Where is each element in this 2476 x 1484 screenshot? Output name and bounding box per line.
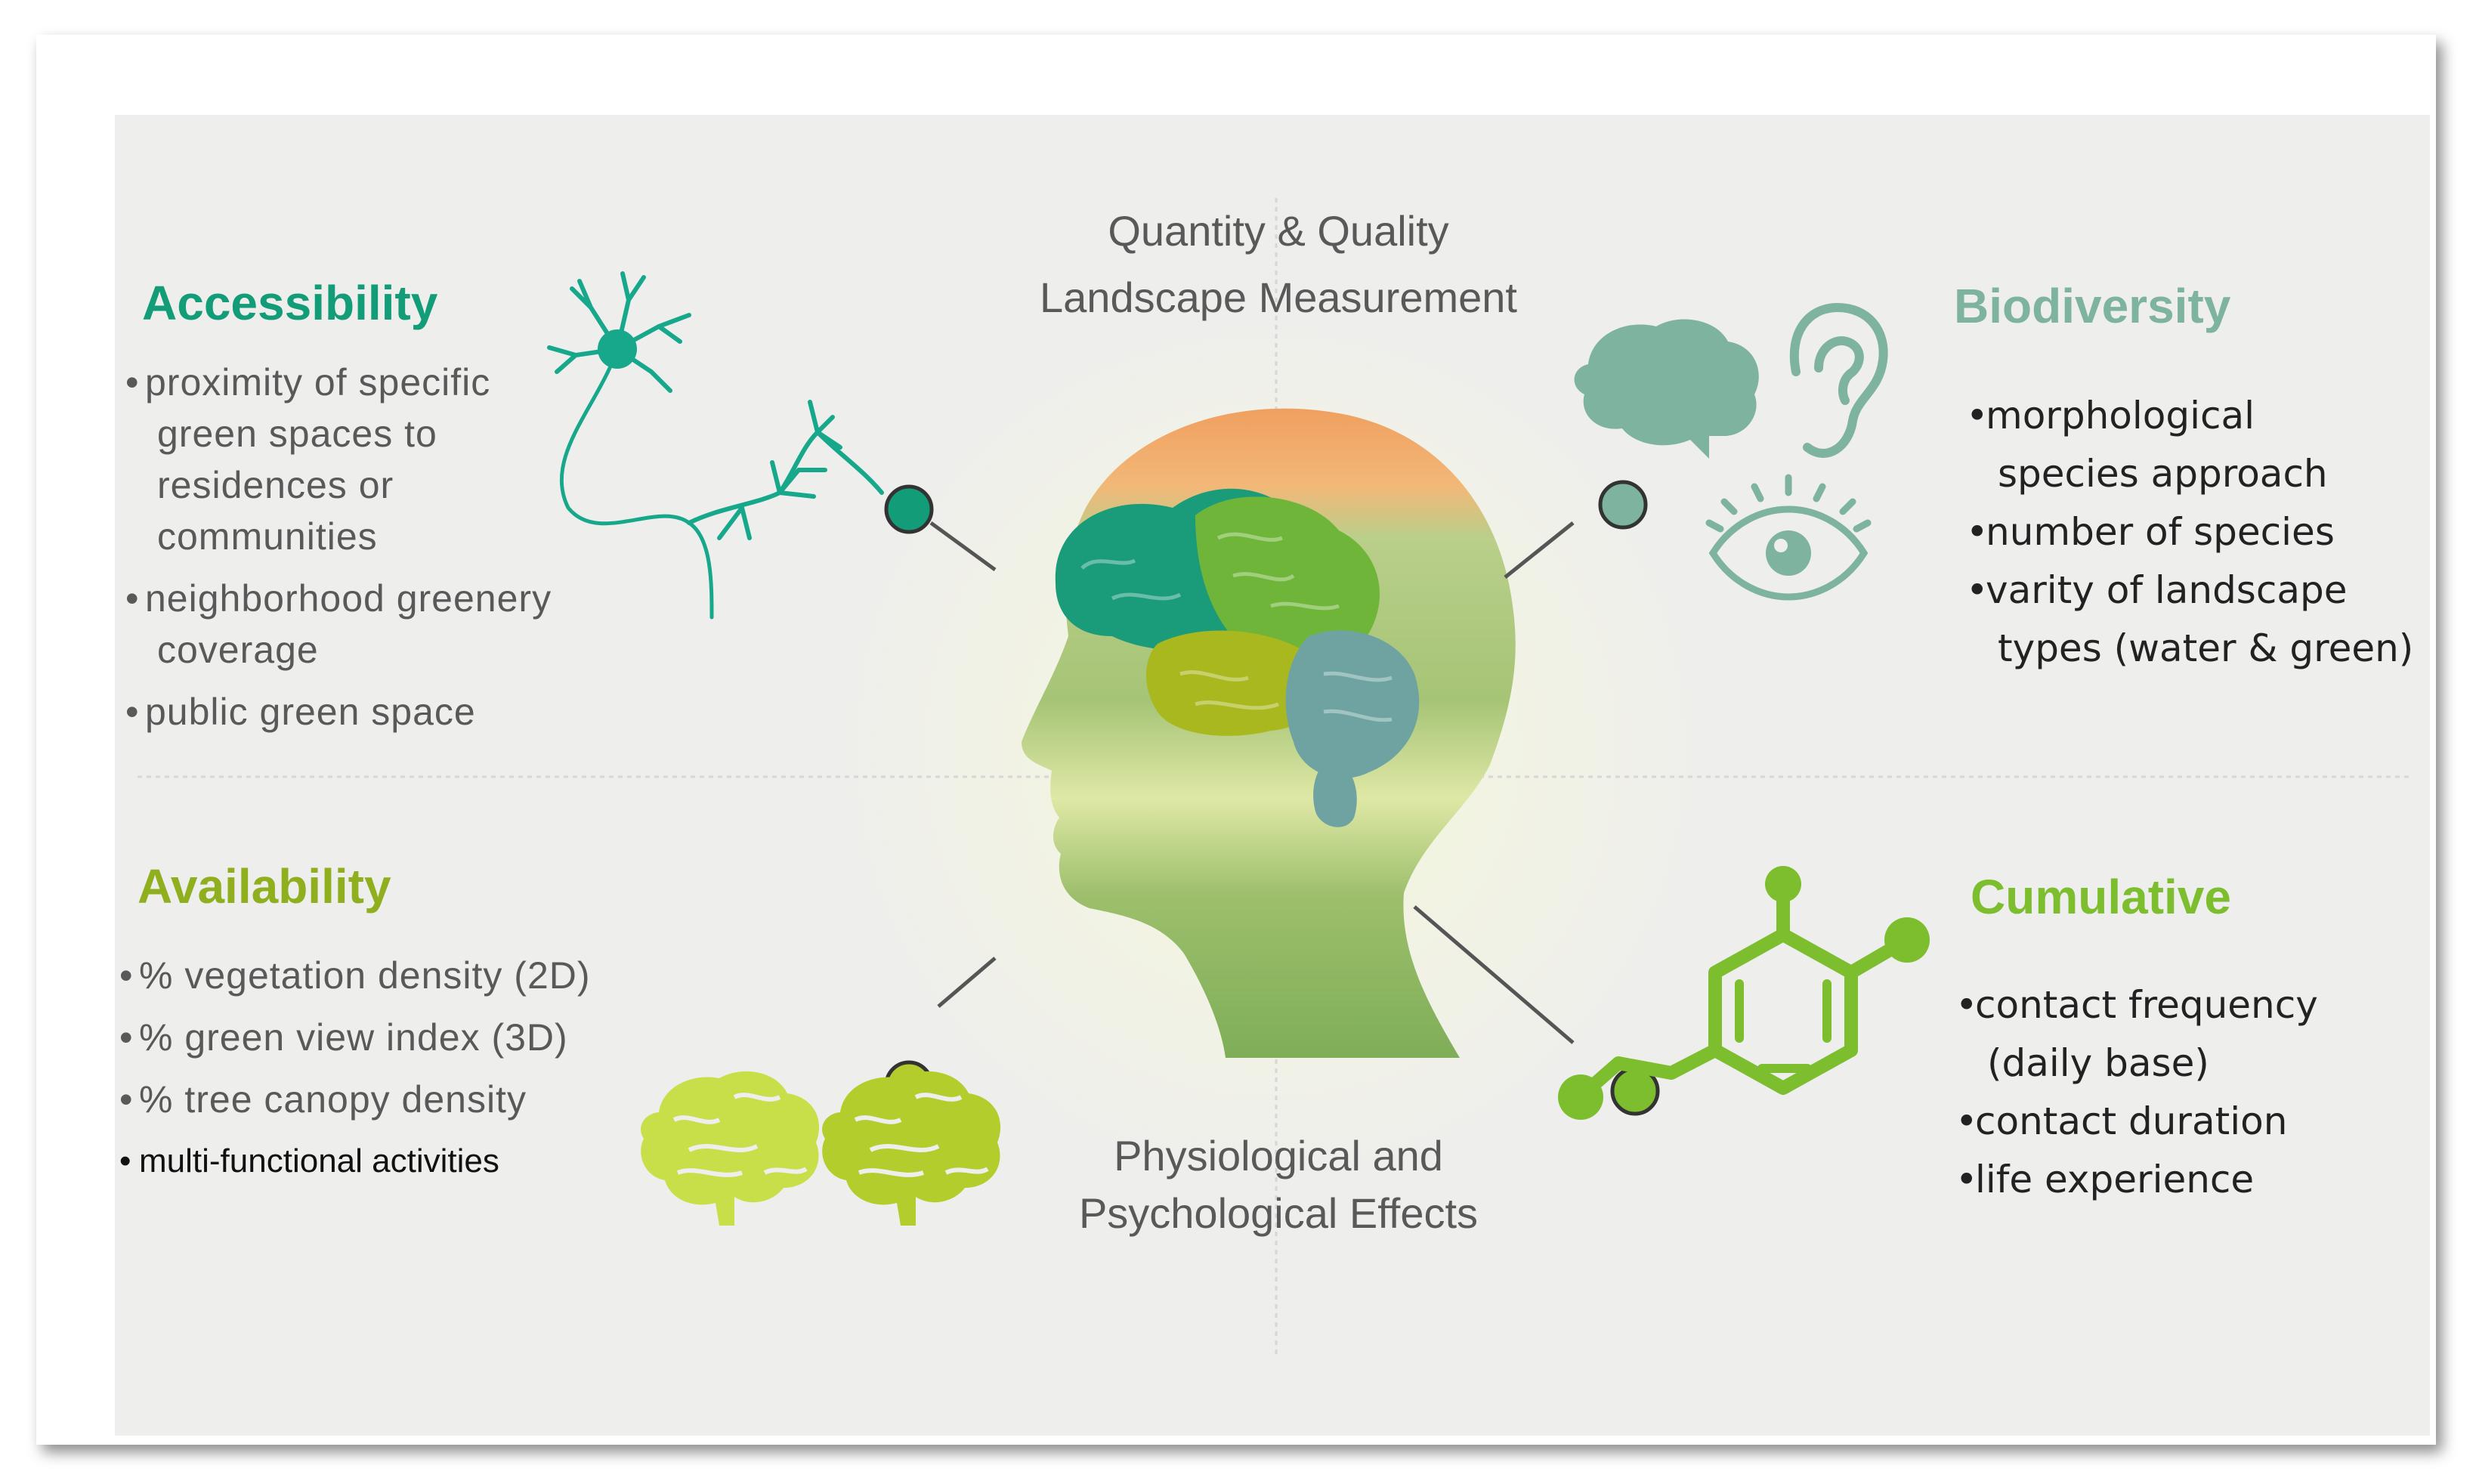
node-biodiversity [1598,480,1648,530]
list-item: communities [157,515,378,558]
list-item: coverage [157,629,319,671]
list-item: % vegetation density (2D) [119,945,591,1006]
list-item: varity of landscape [1966,561,2413,620]
list-item: contact duration [1955,1093,2318,1151]
diagram-panel: Quantity & Quality Landscape Measurement… [115,115,2430,1436]
accessibility-list: proximity of specific green spaces to re… [125,357,552,748]
cumulative-heading: Cumulative [1971,870,2231,924]
figure-frame: Quantity & Quality Landscape Measurement… [36,35,2436,1445]
list-item: public green space [125,686,552,737]
list-item: life experience [1955,1151,2318,1209]
availability-heading: Availability [138,859,391,914]
list-item: number of species [1966,503,2413,561]
brain-inside-head [1055,488,1420,827]
diagram-artwork [138,198,2412,1354]
biodiversity-heading: Biodiversity [1954,279,2231,333]
bottom-title-line1: Physiological and [1114,1132,1443,1179]
bottom-title: Physiological and Psychological Effects [976,1127,1581,1242]
list-item: green spaces to [157,413,437,455]
list-item: % green view index (3D) [119,1006,591,1068]
bottom-title-line2: Psychological Effects [1078,1189,1479,1237]
node-accessibility [884,484,934,534]
ear-icon [1789,302,1888,458]
brain-icon [1574,319,1759,459]
connector-top-right [1504,521,1575,579]
list-item: types (water & green) [1998,626,2414,670]
list-item: morphological [1966,387,2413,445]
top-title-line2: Landscape Measurement [1040,274,1517,321]
list-item: proximity of specific [125,357,552,408]
list-item: contact frequency [1955,976,2318,1034]
list-item: residences or [157,464,394,506]
availability-list: % vegetation density (2D) % green view i… [119,945,591,1192]
top-title: Quantity & Quality Landscape Measurement [976,198,1581,331]
neuron-icon [547,271,884,620]
connector-top-left [929,521,997,572]
brain-icon-availability-1 [641,1071,820,1226]
brain-icon-availability-2 [822,1071,1001,1226]
cumulative-list: contact frequency (daily base) contact d… [1955,976,2318,1209]
list-item: multi-functional activities [119,1130,591,1192]
list-item: (daily base) [1987,1041,2209,1085]
molecule-icon [1558,866,1930,1120]
list-item: species approach [1998,452,2328,496]
list-item: % tree canopy density [119,1068,591,1130]
top-title-line1: Quantity & Quality [1108,207,1449,255]
biodiversity-list: morphological species approach number of… [1966,387,2413,678]
connector-bottom-left [937,957,997,1008]
eye-icon [1705,474,1872,601]
connector-bottom-right [1413,905,1575,1044]
accessibility-heading: Accessibility [142,276,438,330]
list-item: neighborhood greenery [125,573,552,624]
